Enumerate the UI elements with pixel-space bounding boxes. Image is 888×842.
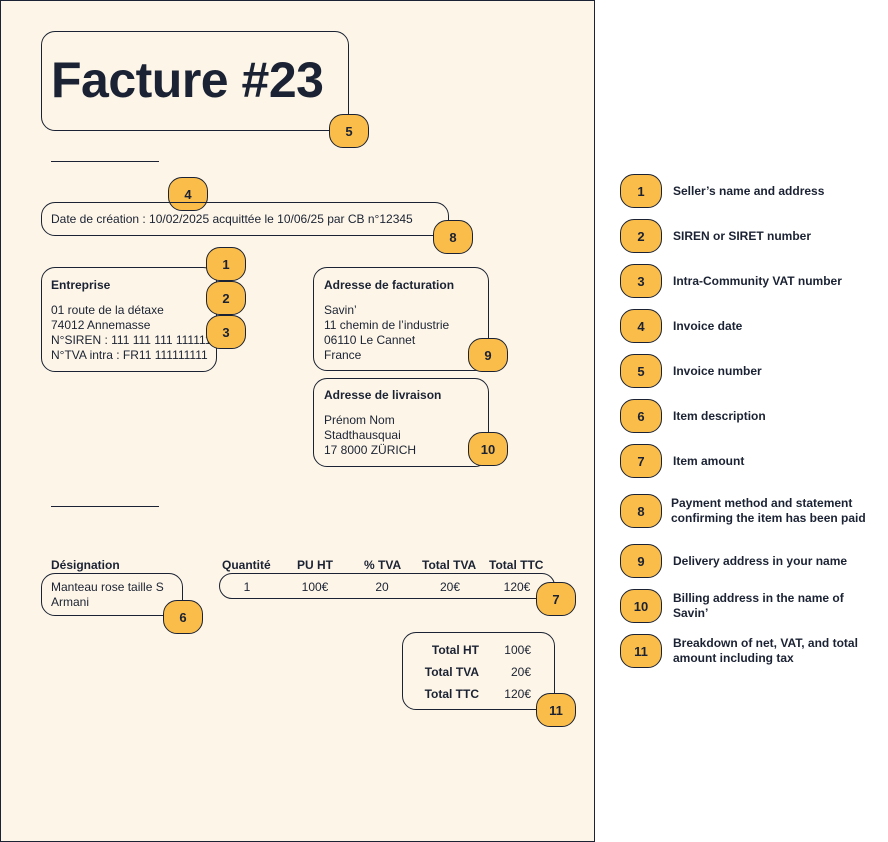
- legend-label: SIREN or SIRET number: [673, 228, 812, 243]
- col-header-total-ttc: Total TTC: [489, 558, 544, 572]
- legend-badge: 5: [620, 354, 662, 388]
- legend-item-3: 3 Intra-Community VAT number: [620, 264, 880, 300]
- total-tva-label: Total TVA: [424, 665, 479, 679]
- legend-label: Breakdown of net, VAT, and total amount …: [673, 636, 858, 665]
- invoice-title-box: [41, 31, 349, 131]
- totals-box: [402, 632, 555, 710]
- legend-badge: 2: [620, 219, 662, 253]
- billing-box: [313, 267, 489, 371]
- legend-label: Item description: [673, 408, 766, 423]
- billing-line2: 11 chemin de l’industrie: [324, 318, 450, 332]
- billing-heading: Adresse de facturation: [324, 278, 455, 292]
- item-description-line2: Armani: [51, 595, 90, 609]
- legend-label: Invoice date: [673, 318, 743, 333]
- col-header-pu-ht: PU HT: [297, 558, 333, 572]
- billing-line3: 06110 Le Cannet: [324, 333, 416, 347]
- total-tva-value: 20€: [510, 665, 531, 679]
- legend-item-2: 2 SIREN or SIRET number: [620, 219, 880, 255]
- seller-heading: Entreprise: [51, 278, 111, 292]
- badge-9: 9: [468, 338, 508, 372]
- col-header-total-tva: Total TVA: [422, 558, 477, 572]
- legend-item-11: 11 Breakdown of net, VAT, and total amou…: [620, 634, 880, 670]
- legend-label: Intra-Community VAT number: [673, 273, 842, 288]
- badge-5: 5: [329, 114, 369, 148]
- legend-label: Seller’s name and address: [673, 183, 825, 198]
- delivery-line1: Prénom Nom: [324, 413, 395, 427]
- invoice-title: Facture #23: [51, 52, 324, 108]
- billing-line4: France: [324, 348, 362, 362]
- col-header-quantite: Quantité: [222, 558, 271, 572]
- legend-badge: 3: [620, 264, 662, 298]
- item-quantity: 1: [243, 580, 251, 594]
- legend-item-8: 8 Payment method and statement confirmin…: [620, 494, 880, 530]
- legend-label: Invoice number: [673, 363, 762, 378]
- legend-item-4: 4 Invoice date: [620, 309, 880, 345]
- badge-8: 8: [433, 220, 473, 254]
- item-unit-price: 100€: [301, 580, 329, 594]
- legend-item-1: 1 Seller’s name and address: [620, 174, 880, 210]
- legend-item-5: 5 Invoice number: [620, 354, 880, 390]
- legend-item-9: 9 Delivery address in your name: [620, 544, 880, 580]
- item-description-line1: Manteau rose taille S: [51, 580, 164, 594]
- legend-label: Billing address in the name of Savin’: [673, 591, 844, 620]
- seller-siren: N°SIREN : 111 111 111 111111: [51, 333, 212, 347]
- seller-address-line1: 01 route de la détaxe: [51, 303, 164, 317]
- total-ht-value: 100€: [504, 643, 531, 657]
- item-total-ttc: 120€: [503, 580, 531, 594]
- seller-tva: N°TVA intra : FR11 111111111: [51, 348, 208, 362]
- date-box: [41, 202, 449, 236]
- total-ttc-value: 120€: [504, 687, 531, 701]
- badge-7: 7: [536, 582, 576, 616]
- col-header-tva-percent: % TVA: [364, 558, 402, 572]
- legend-label: Payment method and statement confirming …: [671, 496, 866, 525]
- legend-badge: 7: [620, 444, 662, 478]
- legend-label: Delivery address in your name: [673, 553, 848, 568]
- col-header-designation: Désignation: [51, 558, 120, 572]
- item-description-box: [41, 573, 183, 616]
- legend-item-7: 7 Item amount: [620, 444, 880, 480]
- legend-badge: 1: [620, 174, 662, 208]
- invoice-page: Facture #23 5 4 Date de création : 10/02…: [0, 0, 595, 842]
- legend-badge: 11: [620, 634, 662, 668]
- billing-line1: Savin’: [324, 303, 357, 317]
- legend-badge: 10: [620, 589, 662, 623]
- badge-1: 1: [206, 247, 246, 281]
- delivery-box: [313, 378, 489, 467]
- seller-address-line2: 74012 Annemasse: [51, 318, 151, 332]
- legend-badge: 8: [620, 494, 662, 528]
- badge-3: 3: [206, 315, 246, 349]
- legend-badge: 9: [620, 544, 662, 578]
- legend-label: Item amount: [673, 453, 745, 468]
- divider-top: [51, 161, 159, 162]
- delivery-line2: Stadthausquai: [324, 428, 401, 442]
- legend-badge: 4: [620, 309, 662, 343]
- badge-6: 6: [163, 600, 203, 634]
- badge-10: 10: [468, 432, 508, 466]
- creation-date-text: Date de création : 10/02/2025 acquittée …: [51, 212, 413, 226]
- total-ttc-label: Total TTC: [424, 687, 479, 701]
- delivery-line3: 17 8000 ZÜRICH: [324, 443, 417, 457]
- item-total-vat: 20€: [439, 580, 461, 594]
- legend-badge: 6: [620, 399, 662, 433]
- delivery-heading: Adresse de livraison: [324, 388, 442, 402]
- badge-11: 11: [536, 693, 576, 727]
- badge-2: 2: [206, 281, 246, 315]
- legend-item-6: 6 Item description: [620, 399, 880, 435]
- legend-item-10: 10 Billing address in the name of Savin’: [620, 589, 880, 625]
- divider-middle: [51, 506, 159, 507]
- badge-4: 4: [168, 177, 208, 211]
- total-ht-label: Total HT: [431, 643, 479, 657]
- item-vat-rate: 20: [375, 580, 389, 594]
